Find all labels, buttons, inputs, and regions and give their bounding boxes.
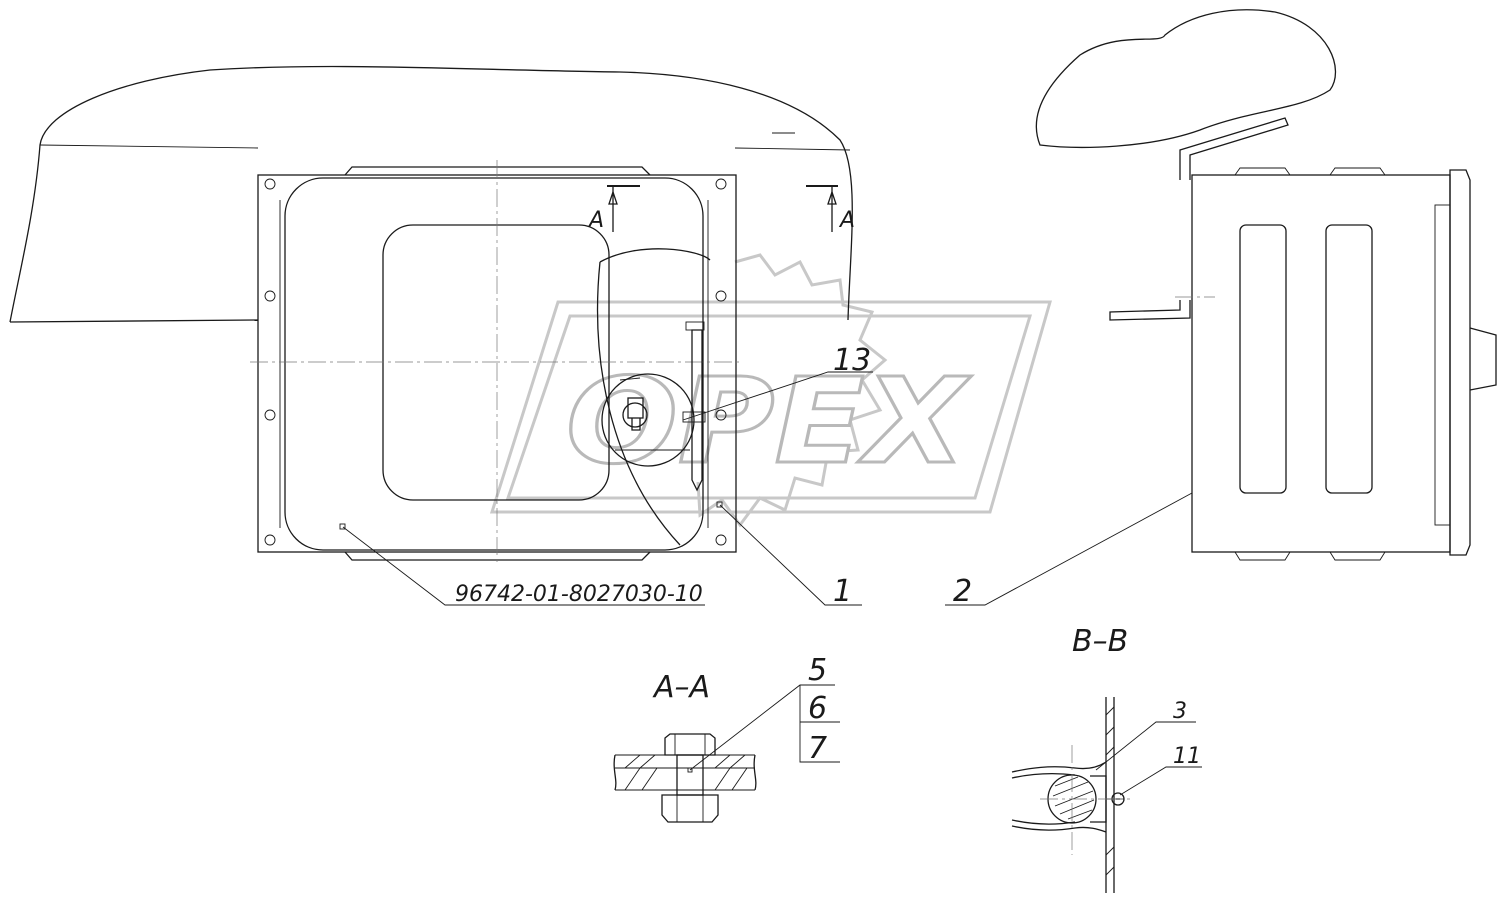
section-bb-view: B–B (1011, 624, 1202, 893)
mounting-bolts (264, 178, 727, 546)
section-bb-title: B–B (1072, 624, 1128, 659)
watermark-text: OPEX (566, 352, 972, 490)
leaders (339, 371, 1193, 606)
part-number-label: 96742-01-8027030-10 (455, 582, 703, 607)
watermark-logo: OPEX (489, 253, 1052, 528)
callout-2: 2 (953, 574, 972, 609)
section-aa-title: A–A (652, 670, 710, 705)
vehicle-body-outline (9, 65, 853, 323)
section-marker-right: A (806, 185, 855, 233)
section-mark-a-right: A (838, 208, 855, 233)
callout-3: 3 (1173, 699, 1187, 724)
watermark-gear (696, 253, 888, 528)
callout-1: 1 (833, 574, 852, 609)
section-mark-a-left: A (587, 208, 604, 233)
callout-5: 5 (808, 653, 827, 688)
callout-13: 13 (833, 343, 871, 378)
callout-6: 6 (808, 691, 827, 726)
box-front-view: A A (250, 160, 855, 565)
hatching-bb (1105, 706, 1115, 876)
section-aa-view: A–A (613, 670, 840, 823)
callout-11: 11 (1173, 744, 1201, 769)
section-marker-left: A (587, 185, 640, 233)
watermark-frame-inner (505, 314, 1033, 500)
watermark-frame-outer (489, 300, 1052, 514)
hatching-aa (624, 754, 748, 791)
latch-assembly (596, 248, 711, 546)
box-side-view (1035, 9, 1497, 561)
callout-7: 7 (808, 731, 827, 766)
